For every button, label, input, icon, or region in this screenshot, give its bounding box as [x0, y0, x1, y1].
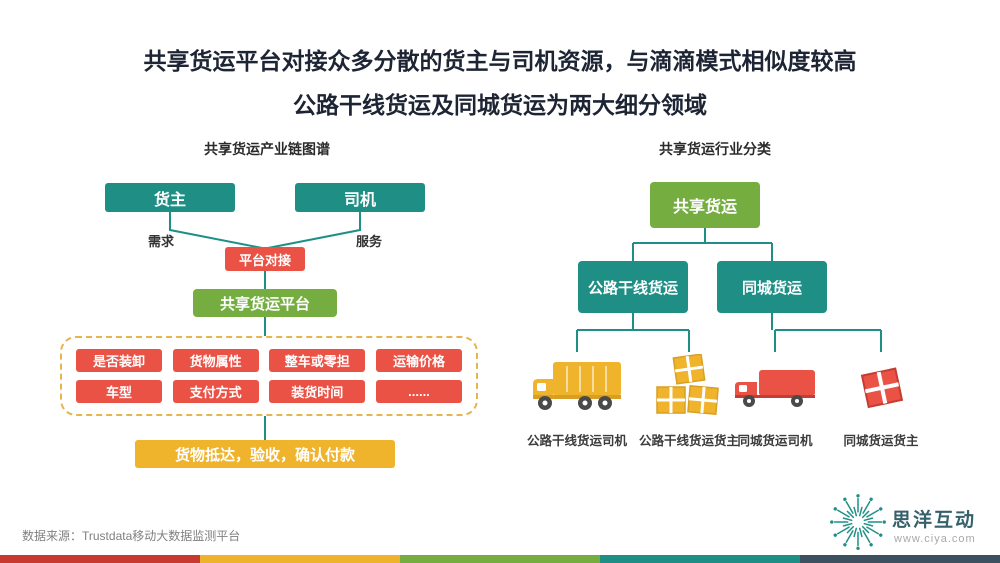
factor-chip: 货物属性 — [172, 349, 259, 372]
factor-chip: 运输价格 — [375, 349, 462, 372]
brand-logo — [828, 492, 888, 552]
classification-section-header: 共享货运行业分类 — [659, 141, 771, 157]
factor-chip: 车型 — [76, 380, 162, 403]
footer-color-bar — [0, 555, 1000, 563]
classification-root-node: 共享货运 — [650, 182, 760, 228]
slide-title-line2: 公路干线货运及同城货运为两大细分领域 — [293, 92, 707, 118]
factors-row-1: 是否装卸 货物属性 整车或零担 运输价格 — [76, 349, 462, 372]
branch-highway-node: 公路干线货运 — [578, 261, 688, 313]
data-source-text: 数据来源：Trustdata移动大数据监测平台 — [22, 529, 241, 543]
brand-website: www.ciya.com — [894, 533, 976, 545]
demand-label: 需求 — [148, 234, 175, 249]
sharing-platform-node: 共享货运平台 — [193, 289, 337, 317]
leaf-highway-owner — [641, 354, 737, 418]
footer-bar-segment — [800, 555, 1000, 563]
chain-section-header: 共享货运产业链图谱 — [204, 141, 330, 157]
factor-chip: 支付方式 — [172, 380, 259, 403]
settlement-node: 货物抵达，验收，确认付款 — [135, 440, 395, 468]
leaf-label: 同城货运货主 — [843, 434, 919, 448]
parcel-icon — [860, 367, 904, 409]
slide-title-line1: 共享货运平台对接众多分散的货主与司机资源，与滴滴模式相似度较高 — [143, 48, 857, 74]
factor-chip: 装货时间 — [269, 380, 366, 403]
brand-burst-icon — [829, 493, 887, 551]
parcel-stack-icon — [656, 354, 719, 415]
platform-docking-node: 平台对接 — [225, 247, 305, 271]
factor-chip: 是否装卸 — [76, 349, 162, 372]
leaf-highway-driver — [529, 354, 625, 418]
driver-node: 司机 — [295, 183, 425, 212]
cargo-owner-node: 货主 — [105, 183, 235, 212]
factors-row-2: 车型 支付方式 装货时间 ...... — [76, 380, 462, 403]
leaf-label: 同城货运司机 — [737, 434, 813, 448]
footer-bar-segment — [0, 555, 200, 563]
city-truck-icon — [735, 370, 815, 407]
leaf-label: 公路干线货运货主 — [638, 434, 739, 448]
matching-factors-panel: 是否装卸 货物属性 整车或零担 运输价格 车型 支付方式 装货时间 ...... — [60, 336, 478, 416]
footer-bar-segment — [600, 555, 800, 563]
branch-city-node: 同城货运 — [717, 261, 827, 313]
brand-name: 思洋互动 — [892, 510, 977, 531]
leaf-label: 公路干线货运司机 — [526, 434, 627, 448]
factor-chip: ...... — [375, 380, 462, 403]
leaf-city-owner — [833, 354, 929, 418]
service-label: 服务 — [356, 234, 383, 249]
factor-chip: 整车或零担 — [269, 349, 366, 372]
footer-bar-segment — [400, 555, 600, 563]
highway-truck-icon — [533, 362, 621, 410]
leaf-city-driver — [727, 354, 823, 418]
footer-bar-segment — [200, 555, 400, 563]
